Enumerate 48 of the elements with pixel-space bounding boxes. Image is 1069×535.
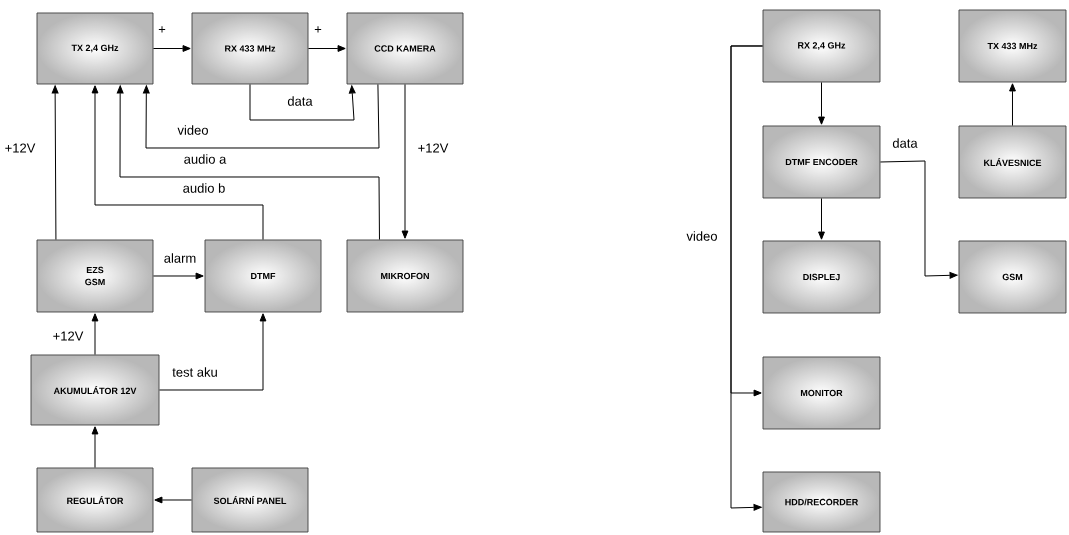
edge-label: +12V <box>416 142 450 154</box>
edge-label: test aku <box>171 366 219 378</box>
arrow <box>152 272 204 280</box>
arrow <box>1009 83 1016 127</box>
block-box: REGULÁTOR <box>36 467 154 533</box>
arrow <box>116 85 380 241</box>
block-box: TX 2,4 GHz <box>36 12 154 85</box>
block-box: RX 433 MHz <box>191 12 309 85</box>
edge-label: video <box>176 124 210 136</box>
arrow <box>91 426 99 469</box>
block-box: DISPLEJ <box>762 240 881 314</box>
arrow <box>142 83 380 149</box>
edge-label: audio a <box>182 153 228 165</box>
edge-label: + <box>157 25 167 35</box>
block-box: CCD KAMERA <box>346 12 464 85</box>
edge-label: data <box>286 95 314 107</box>
arrow <box>730 45 764 511</box>
block-box: DTMF <box>204 239 322 313</box>
block-box: HDD/RECORDER <box>762 471 881 533</box>
edge-label: data <box>891 137 919 149</box>
block-box: DTMF ENCODER <box>762 125 881 199</box>
arrow <box>307 45 346 52</box>
arrow <box>152 45 191 52</box>
block-box: AKUMULÁTOR 12V <box>30 354 160 426</box>
block-box: KLÁVESNICE <box>958 125 1067 199</box>
block-box: TX 433 MHz <box>958 9 1067 83</box>
edge-label: +12V <box>51 330 85 342</box>
arrow <box>818 197 825 240</box>
arrow <box>818 81 825 125</box>
arrow <box>158 313 267 391</box>
arrow <box>401 83 409 239</box>
block-box: EZS GSM <box>36 239 154 313</box>
arrow <box>91 313 99 356</box>
arrow <box>879 160 958 279</box>
edge-label: video <box>685 230 719 242</box>
arrow <box>249 83 356 121</box>
block-box: GSM <box>958 240 1067 314</box>
arrow <box>154 496 193 504</box>
edge-label: alarm <box>162 252 198 264</box>
arrow <box>51 85 59 241</box>
block-box: MIKROFON <box>346 239 464 313</box>
block-box: MONITOR <box>762 356 881 430</box>
edge-label: +12V <box>3 142 37 154</box>
edge-label: + <box>313 25 323 35</box>
arrow <box>91 85 264 241</box>
block-box: SOLÁRNÍ PANEL <box>191 467 309 533</box>
edge-label: audio b <box>181 182 227 194</box>
block-box: RX 2,4 GHz <box>762 9 881 83</box>
